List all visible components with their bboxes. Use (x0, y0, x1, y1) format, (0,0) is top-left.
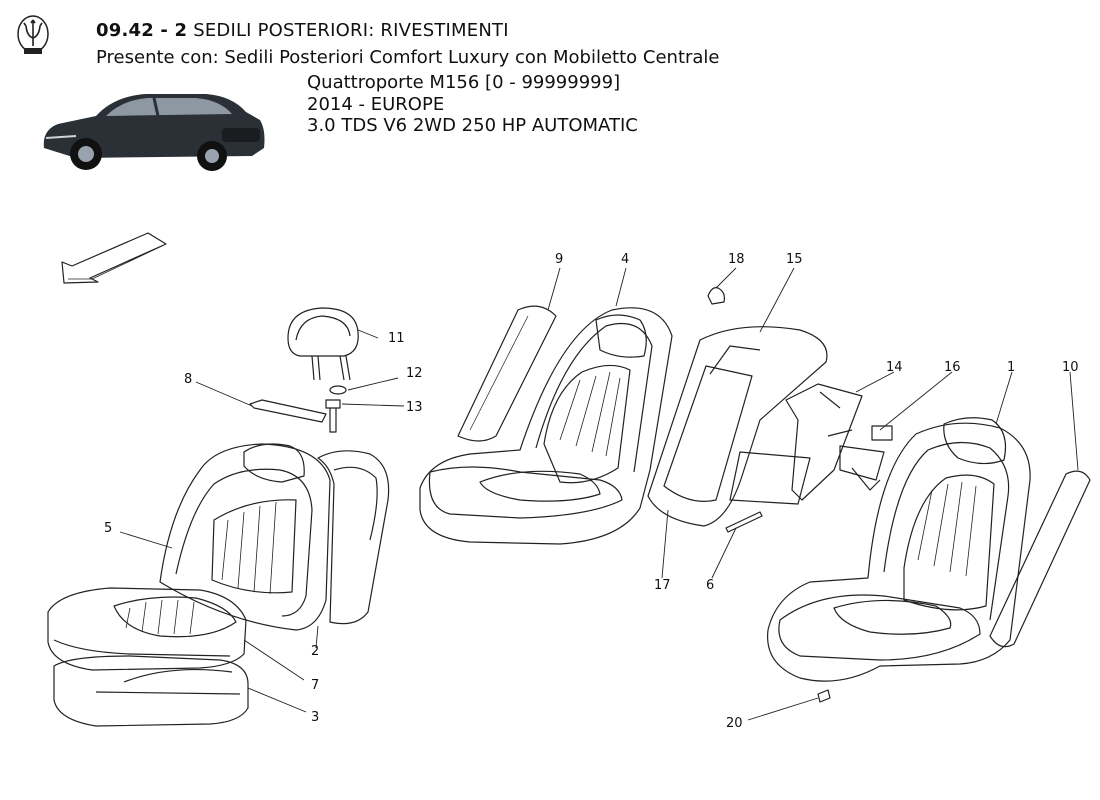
armrest-mechanism (729, 383, 893, 505)
direction-arrow-icon (61, 232, 167, 284)
page-title: 09.42 - 2 SEDILI POSTERIORI: RIVESTIMENT… (96, 20, 509, 41)
title-text: SEDILI POSTERIORI: RIVESTIMENTI (193, 20, 509, 41)
callout-16: 16 (944, 360, 961, 375)
callout-14: 14 (886, 360, 903, 375)
side-bolster-right (989, 470, 1091, 648)
callout-4: 4 (621, 252, 630, 267)
callout-15: 15 (786, 252, 803, 267)
rod-part (725, 511, 763, 533)
left-seat-cushion (47, 587, 247, 671)
subtitle: Presente con: Sedili Posteriori Comfort … (96, 47, 720, 68)
year-market-line: 2014 - EUROPE (307, 94, 445, 115)
centre-seat-back (419, 307, 673, 545)
callout-9: 9 (555, 252, 564, 267)
left-seat-back (159, 443, 390, 631)
callout-1: 1 (1007, 360, 1016, 375)
callout-2: 2 (311, 644, 320, 659)
trim-plate-part (249, 399, 327, 423)
callout-20: 20 (726, 716, 743, 731)
callout-5: 5 (104, 521, 113, 536)
engine-line: 3.0 TDS V6 2WD 250 HP AUTOMATIC (307, 115, 638, 136)
bolt-part (817, 689, 831, 703)
car-thumbnail-icon (43, 94, 265, 171)
left-seat-base (53, 655, 249, 727)
clip-part (707, 287, 725, 305)
callout-10: 10 (1062, 360, 1079, 375)
callout-13: 13 (406, 400, 423, 415)
callout-12: 12 (406, 366, 423, 381)
right-seat (767, 417, 1031, 682)
title-code: 09.42 - 2 (96, 20, 188, 41)
callout-11: 11 (388, 331, 405, 346)
callout-3: 3 (311, 710, 320, 725)
parts-diagram (47, 232, 1091, 727)
callout-18: 18 (728, 252, 745, 267)
guide-ring-part (329, 385, 347, 395)
callout-17: 17 (654, 578, 671, 593)
callout-7: 7 (311, 678, 320, 693)
side-bolster-left (457, 305, 557, 442)
model-line: Quattroporte M156 [0 - 99999999] (307, 72, 621, 93)
headrest-part (287, 307, 359, 381)
centre-armrest (647, 326, 828, 527)
headrest-guide-part (325, 399, 341, 433)
maserati-trident-icon (17, 15, 49, 54)
header: 09.42 - 2 SEDILI POSTERIORI: RIVESTIMENT… (0, 0, 1100, 180)
callout-6: 6 (706, 578, 715, 593)
callout-8: 8 (184, 372, 193, 387)
